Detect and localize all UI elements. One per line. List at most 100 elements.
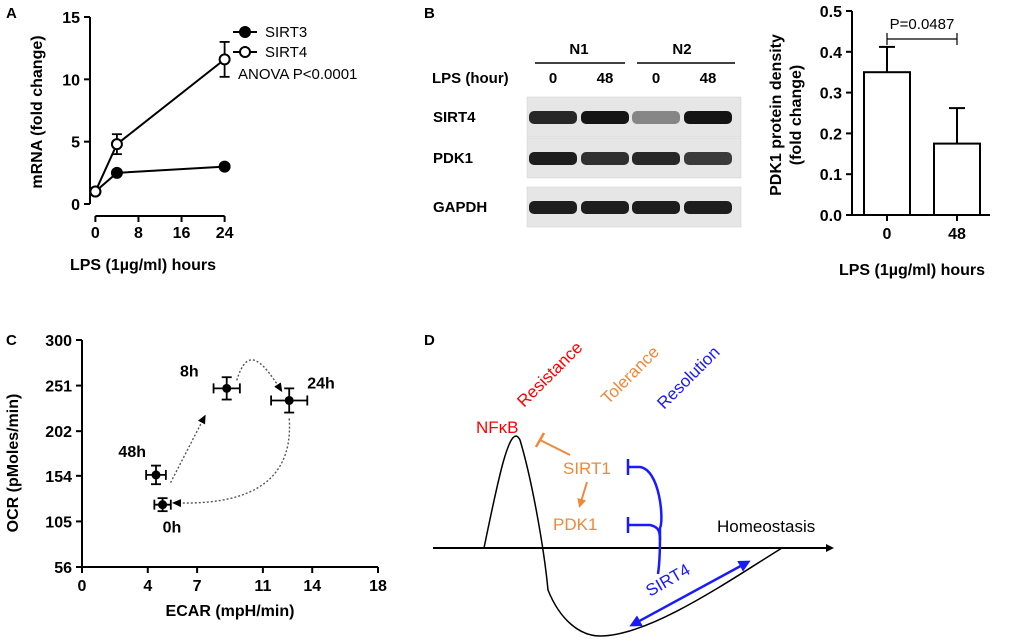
panel-c-scatter-chart: 56 105 154 202 251 300 0 4 7 11 14 18 0h 8h 24h 48h: [45, 333, 387, 595]
panel-c-xtick-label: 18: [369, 578, 387, 595]
panel-letter-a: A: [6, 5, 17, 22]
panel-a-point-sirt4: [89, 185, 102, 198]
panel-b-ytick-label: 0.0: [820, 208, 842, 225]
sirt1-nfkb-inhibition-bar: [534, 432, 546, 448]
blot-band: [529, 111, 577, 124]
panel-c-point-24h: [284, 395, 294, 405]
panel-c-point-0h: [158, 500, 168, 510]
blot-band: [581, 201, 629, 214]
panel-c-point-label-0h: 0h: [163, 520, 182, 537]
panel-b-ytick-label: 0.3: [820, 86, 842, 103]
panel-c-trajectory-0h-8h: [169, 414, 206, 483]
blot-band: [632, 201, 680, 214]
blot-band: [684, 152, 732, 165]
blot-group-label: N2: [672, 41, 691, 58]
panel-a-xtick-label: 0: [91, 225, 100, 242]
tolerance-label: Tolerance: [597, 342, 663, 408]
panel-a-ytick-label: 10: [62, 72, 80, 89]
panel-a-anova-annotation: ANOVA P<0.0001: [238, 66, 357, 83]
blot-band: [581, 111, 629, 124]
blot-group-label: N1: [569, 41, 588, 58]
pdk1-label: PDK1: [553, 515, 597, 534]
panel-a-legend-marker: [239, 26, 251, 38]
panel-b-ylabel-line2: (fold change): [788, 65, 805, 165]
panel-b-ytick-label: 0.2: [820, 126, 842, 143]
blot-band: [632, 152, 680, 165]
panel-c-ylabel: OCR (pMoles/min): [5, 394, 22, 533]
sirt4-double-arrow: [629, 560, 751, 627]
panel-c-ytick-label: 56: [54, 560, 72, 577]
panel-a-xtick-label: 16: [173, 225, 191, 242]
panel-c-trajectory-24h-48h: [172, 418, 291, 508]
blot-row-label-gapdh: GAPDH: [433, 199, 487, 216]
panel-a-xtick-label: 8: [134, 225, 143, 242]
panel-c-ytick-label: 105: [45, 514, 72, 531]
panel-a-ytick-label: 0: [71, 197, 80, 214]
blot-band: [684, 111, 732, 124]
panel-c-xtick-label: 0: [78, 578, 87, 595]
nfkb-label: NFκB: [476, 418, 519, 437]
panel-b-ytick-label: 0.1: [820, 167, 842, 184]
sirt4-pdk1-inhibition: [628, 523, 662, 541]
panel-letter-b: B: [424, 5, 435, 22]
homeostasis-label: Homeostasis: [717, 517, 815, 536]
panel-b-ylabel-line1: PDK1 protein density: [768, 34, 785, 196]
panel-a-ytick-label: 15: [62, 10, 80, 27]
panel-c-trajectory-8h-24h: [236, 359, 283, 393]
blot-lane-time: 48: [700, 70, 717, 87]
blot-row-label-sirt4: SIRT4: [433, 109, 476, 126]
blot-lane-time: 0: [652, 70, 660, 87]
panel-c-xtick-label: 14: [303, 578, 321, 595]
panel-b-xlabel: LPS (1µg/ml) hours: [839, 262, 985, 279]
sirt1-nfkb-inhibition: [539, 439, 571, 456]
blot-row-label-pdk1: PDK1: [433, 150, 473, 167]
panel-a-legend-label: SIRT3: [265, 24, 307, 41]
panel-d-diagram: Resistance Tolerance Resolution NFκB SIR…: [433, 338, 834, 637]
panel-c-xtick-label: 7: [193, 578, 202, 595]
panel-c-xtick-label: 11: [254, 578, 271, 595]
panel-a-point-sirt3: [110, 166, 123, 179]
panel-c-point-label-48h: 48h: [118, 444, 146, 461]
panel-b-xtick-label: 0: [883, 226, 892, 243]
resolution-label: Resolution: [653, 343, 723, 413]
panel-a-point-sirt4: [218, 53, 231, 66]
sirt4-sirt1-inhibition: [628, 465, 663, 575]
panel-c-point-label-24h: 24h: [307, 375, 335, 392]
blot-band: [529, 201, 577, 214]
panel-c-point-48h: [151, 470, 161, 480]
panel-a-xlabel: LPS (1µg/ml) hours: [70, 257, 216, 274]
blot-lane-time: 48: [597, 70, 614, 87]
resistance-label: Resistance: [513, 338, 586, 411]
panel-a-point-sirt4: [110, 138, 123, 151]
panel-b-bar-48: [933, 142, 981, 217]
panel-a-xtick-label: 24: [216, 225, 234, 242]
panel-b-ytick-label: 0.5: [820, 4, 842, 21]
panel-b-pvalue: P=0.0487: [890, 16, 955, 33]
panel-a-legend-label: SIRT4: [265, 44, 307, 61]
blot-band: [529, 152, 577, 165]
panel-c-ytick-label: 154: [45, 469, 72, 486]
blot-band: [632, 111, 680, 124]
response-curve: [483, 435, 812, 637]
panel-a-point-sirt3: [218, 160, 231, 173]
panel-b-xtick-label: 48: [948, 226, 966, 243]
panel-c-point-label-8h: 8h: [180, 363, 199, 380]
panel-c-ytick-label: 251: [45, 379, 72, 396]
panel-letter-c: C: [6, 332, 17, 349]
panel-c-xtick-label: 4: [143, 578, 152, 595]
panel-b-bar-0: [863, 71, 911, 216]
panel-letter-d: D: [424, 332, 435, 349]
panel-c-ytick-label: 300: [45, 333, 72, 350]
blot-band: [684, 201, 732, 214]
panel-c-xlabel: ECAR (mpH/min): [166, 603, 295, 620]
blot-time-header: LPS (hour): [432, 70, 509, 87]
blot-band: [581, 152, 629, 165]
sirt1-pdk1-arrow: [577, 481, 588, 508]
panel-c-ytick-label: 202: [45, 424, 72, 441]
panel-c-point-8h: [222, 383, 232, 393]
sirt1-label: SIRT1: [563, 459, 611, 478]
